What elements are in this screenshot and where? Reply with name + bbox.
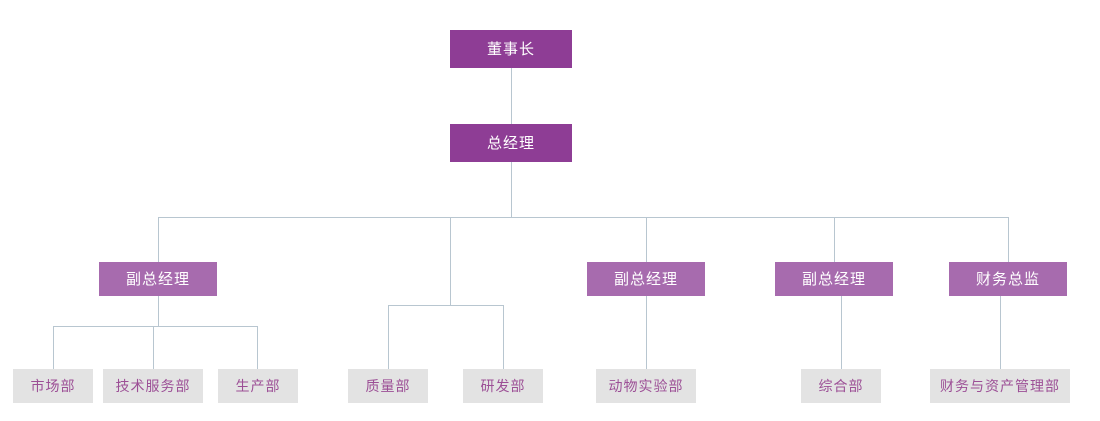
node-dept-finance-asset[interactable]: 财务与资产管理部 xyxy=(930,369,1070,403)
connector-vp1-drop xyxy=(158,296,159,326)
node-dept-animal-lab[interactable]: 动物实验部 xyxy=(596,369,696,403)
node-label-dept-animal-lab: 动物实验部 xyxy=(608,378,684,394)
node-label-cfo: 财务总监 xyxy=(975,270,1040,288)
node-label-dept-rnd: 研发部 xyxy=(480,378,526,394)
connector-chairman-to-gm xyxy=(511,68,512,124)
node-label-dept-production: 生产部 xyxy=(235,378,281,394)
node-label-dept-quality: 质量部 xyxy=(365,378,411,394)
node-dept-general-affairs[interactable]: 综合部 xyxy=(801,369,881,403)
node-label-vp-2: 副总经理 xyxy=(613,270,678,288)
connector-bus-drop-vp-3 xyxy=(834,217,835,262)
connector-bus-drop-vp-1 xyxy=(158,217,159,262)
node-dept-production[interactable]: 生产部 xyxy=(218,369,298,403)
node-dept-rnd[interactable]: 研发部 xyxy=(463,369,543,403)
connector-mid-child-quality xyxy=(388,305,389,369)
node-chairman[interactable]: 董事长 xyxy=(450,30,572,68)
connector-main-bus xyxy=(158,217,1009,218)
node-dept-quality[interactable]: 质量部 xyxy=(348,369,428,403)
connector-cfo-to-finance-asset xyxy=(1000,296,1001,369)
node-general-manager[interactable]: 总经理 xyxy=(450,124,572,162)
connector-bus-drop-mid xyxy=(450,217,451,305)
node-label-vp-3: 副总经理 xyxy=(801,270,866,288)
connector-vp1-child-production xyxy=(257,326,258,369)
connector-vp3-to-general-affairs xyxy=(841,296,842,369)
connector-gm-drop-to-bus xyxy=(511,162,512,217)
connector-mid-bus xyxy=(388,305,504,306)
connector-vp1-child-marketing xyxy=(53,326,54,369)
node-cfo[interactable]: 财务总监 xyxy=(949,262,1067,296)
node-vp-3[interactable]: 副总经理 xyxy=(775,262,893,296)
connector-bus-drop-vp-2 xyxy=(646,217,647,262)
node-label-general-manager: 总经理 xyxy=(486,134,535,152)
connector-vp1-child-tech xyxy=(153,326,154,369)
node-dept-tech-service[interactable]: 技术服务部 xyxy=(103,369,203,403)
node-vp-1[interactable]: 副总经理 xyxy=(99,262,217,296)
connector-vp2-to-animal-lab xyxy=(646,296,647,369)
node-label-chairman: 董事长 xyxy=(486,40,535,58)
node-vp-2[interactable]: 副总经理 xyxy=(587,262,705,296)
node-label-vp-1: 副总经理 xyxy=(125,270,190,288)
connector-bus-drop-cfo xyxy=(1008,217,1009,262)
node-dept-marketing[interactable]: 市场部 xyxy=(13,369,93,403)
node-label-dept-finance-asset: 财务与资产管理部 xyxy=(940,378,1060,394)
connector-mid-child-rnd xyxy=(503,305,504,369)
node-label-dept-marketing: 市场部 xyxy=(30,378,76,394)
connector-vp1-bus xyxy=(53,326,258,327)
node-label-dept-general-affairs: 综合部 xyxy=(818,378,864,394)
node-label-dept-tech-service: 技术服务部 xyxy=(115,378,191,394)
